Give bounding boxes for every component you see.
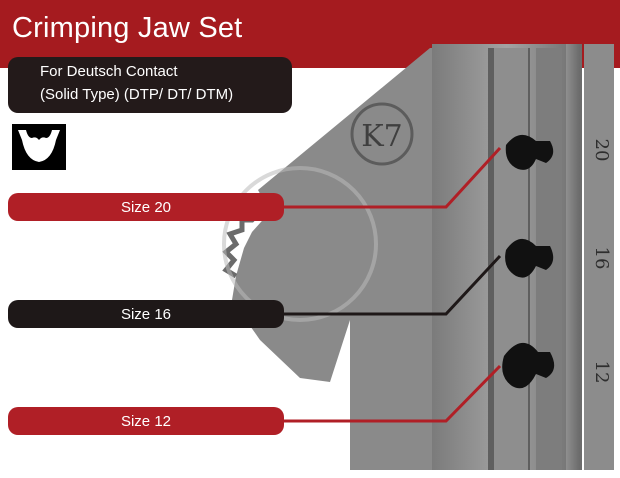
size-16-label: Size 16 xyxy=(8,300,284,328)
model-mark-text: K7 xyxy=(361,119,403,154)
watermark-seal xyxy=(222,166,378,322)
cavity-12 xyxy=(502,342,555,389)
cavity-16 xyxy=(505,238,554,278)
subtitle-line-2: (Solid Type) (DTP/ DT/ DTM) xyxy=(40,86,234,103)
leader-line-16 xyxy=(284,254,502,316)
model-mark-ring xyxy=(350,102,414,166)
die-right-rail xyxy=(584,44,614,470)
leader-line-20 xyxy=(284,146,502,209)
cavity-20 xyxy=(505,134,554,170)
subtitle-box: For Deutsch Contact (Solid Type) (DTP/ D… xyxy=(8,57,292,113)
cavity-mark-16: 16 xyxy=(591,247,612,270)
size-20-label: Size 20 xyxy=(8,193,284,221)
size-12-label: Size 12 xyxy=(8,407,284,435)
crimp-profile-icon xyxy=(12,124,66,170)
cavity-mark-12: 12 xyxy=(591,361,612,384)
page-title: Crimping Jaw Set xyxy=(12,12,243,44)
subtitle-line-1: For Deutsch Contact xyxy=(40,63,178,80)
cavity-mark-20: 20 xyxy=(591,139,612,162)
die-side-rail xyxy=(566,44,580,470)
leader-line-12 xyxy=(284,364,502,423)
